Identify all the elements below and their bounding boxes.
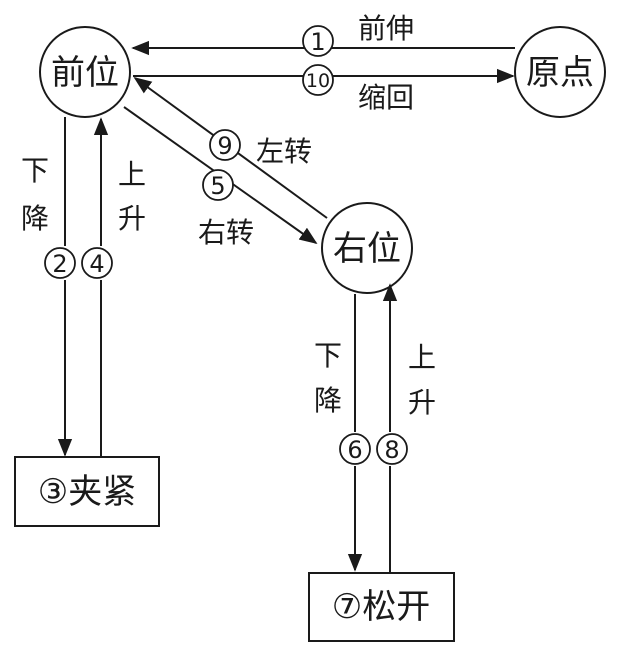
edge-right-up-label-1: 上	[408, 341, 436, 374]
edge-turn-left-num: 9	[209, 129, 241, 161]
node-release: ⑦松开	[308, 572, 455, 642]
node-origin: 原点	[514, 26, 606, 118]
svg-text:8: 8	[384, 436, 399, 464]
svg-text:4: 4	[89, 250, 104, 278]
node-front-label: 前位	[51, 53, 119, 93]
svg-text:10: 10	[306, 70, 330, 92]
edge-left-down-label-2: 降	[21, 202, 49, 235]
node-release-label: ⑦松开	[332, 587, 430, 627]
node-right: 右位	[321, 202, 413, 294]
edge-left-up-label-1: 上	[118, 158, 146, 191]
edge-turn-left-label: 左转	[256, 135, 312, 168]
edge-right-down-label-1: 下	[314, 339, 342, 372]
edge-left-down-label-1: 下	[21, 154, 49, 187]
edge-turn-right-num: 5	[202, 169, 234, 201]
edge-left-up-num: 4	[81, 247, 113, 279]
svg-text:9: 9	[217, 132, 232, 160]
edge-retract-label: 缩回	[358, 81, 414, 114]
svg-text:5: 5	[210, 172, 225, 200]
node-origin-label: 原点	[526, 53, 594, 93]
edge-right-down-num: 6	[339, 433, 371, 465]
edge-extend-num: 1	[302, 25, 334, 57]
edge-right-up-label-2: 升	[408, 386, 436, 419]
edge-right-down-label-2: 降	[314, 384, 342, 417]
edge-left-down-num: 2	[44, 247, 76, 279]
edge-retract-num: 10	[302, 64, 334, 96]
edge-right-up-num: 8	[376, 433, 408, 465]
node-right-label: 右位	[333, 229, 401, 269]
svg-text:2: 2	[52, 250, 67, 278]
edge-turn-right-label: 右转	[198, 216, 254, 249]
node-clamp: ③夹紧	[14, 456, 160, 527]
node-clamp-label: ③夹紧	[38, 472, 136, 512]
edge-left-up-label-2: 升	[118, 202, 146, 235]
svg-text:6: 6	[347, 436, 362, 464]
edge-extend-label: 前伸	[358, 12, 414, 45]
svg-text:1: 1	[310, 28, 325, 56]
node-front: 前位	[39, 26, 131, 118]
